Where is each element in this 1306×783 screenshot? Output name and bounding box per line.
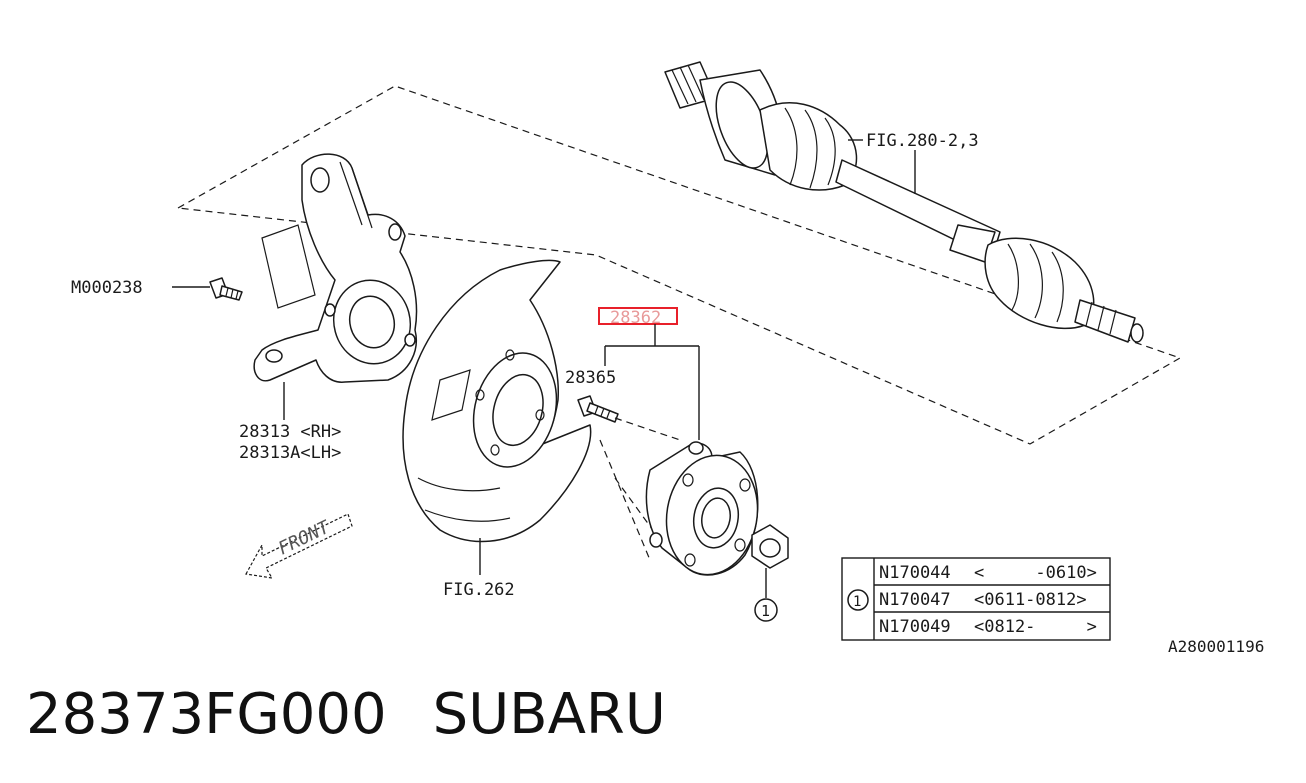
knuckle-bolt: [209, 277, 243, 301]
backing-plate-callout: FIG.262: [443, 580, 515, 600]
nut-table-range: <0611-0812>: [974, 590, 1087, 610]
brand-name: SUBARU: [432, 682, 666, 747]
nut-table-ref-circle: [847, 589, 869, 611]
diagram-code: A280001196: [1168, 637, 1264, 656]
nut-table: 1 N170044 < -0610> N170047 <0611-0812> N…: [841, 557, 1111, 641]
drive-shaft: [664, 61, 1144, 343]
hub-assy-highlight: [598, 307, 678, 325]
nut-table-part: N170044: [879, 563, 951, 583]
hub-assy-callout: 28362: [610, 308, 661, 328]
front-arrow-label: FRONT: [275, 516, 334, 559]
knuckle-lh-callout: 28313A<LH>: [239, 443, 341, 463]
nut-table-range: < -0610>: [974, 563, 1097, 583]
hub-bearing: [645, 441, 759, 576]
backing-plate: [402, 259, 592, 543]
hub-bolt: [577, 395, 619, 423]
assembly-envelope: [176, 85, 1182, 445]
nut-ref-label: 1: [761, 602, 770, 620]
nut-table-range: <0812- >: [974, 617, 1097, 637]
driveshaft-callout: FIG.280-2,3: [866, 131, 979, 151]
bolt-callout: M000238: [71, 278, 143, 298]
part-number-footer: 28373FG000 SUBARU: [26, 682, 666, 752]
knuckle-rh-callout: 28313 <RH>: [239, 422, 341, 442]
axle-nut: [751, 524, 789, 569]
steering-knuckle: [253, 153, 418, 383]
nut-table-part: N170047: [879, 590, 951, 610]
part-number: 28373FG000: [26, 682, 387, 747]
hub-bolt-callout: 28365: [565, 368, 616, 388]
nut-ref-circle: [754, 598, 778, 622]
nut-table-part: N170049: [879, 617, 951, 637]
nut-table-ref: 1: [853, 594, 861, 610]
front-arrow: FRONT: [245, 513, 353, 579]
